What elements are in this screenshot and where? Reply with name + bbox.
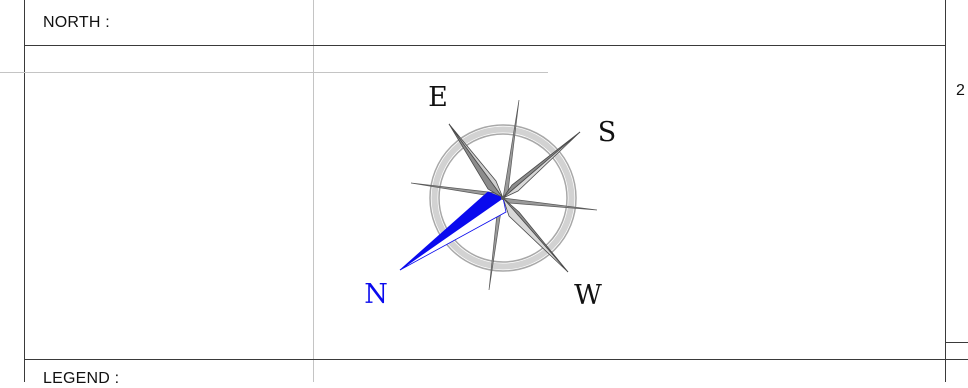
compass-letter-e: E (428, 82, 448, 113)
compass-primary-points (448, 123, 581, 273)
compass-letter-n: N (364, 279, 388, 310)
compass-ring (429, 124, 577, 272)
legend-row-top-border (24, 359, 968, 360)
frame-left-border (24, 0, 25, 382)
compass-center (501, 196, 505, 200)
north-row-bottom-border (24, 45, 946, 46)
column-divider (313, 0, 314, 382)
inner-guide-line (0, 72, 548, 73)
frame-right-border (945, 0, 946, 382)
compass-letter-w: W (574, 280, 602, 311)
sheet-number: 2 (956, 82, 965, 99)
margin-tick (945, 342, 968, 343)
north-heading: NORTH : (43, 14, 110, 31)
north-needle (399, 191, 507, 271)
compass-letter-s: S (598, 117, 617, 148)
